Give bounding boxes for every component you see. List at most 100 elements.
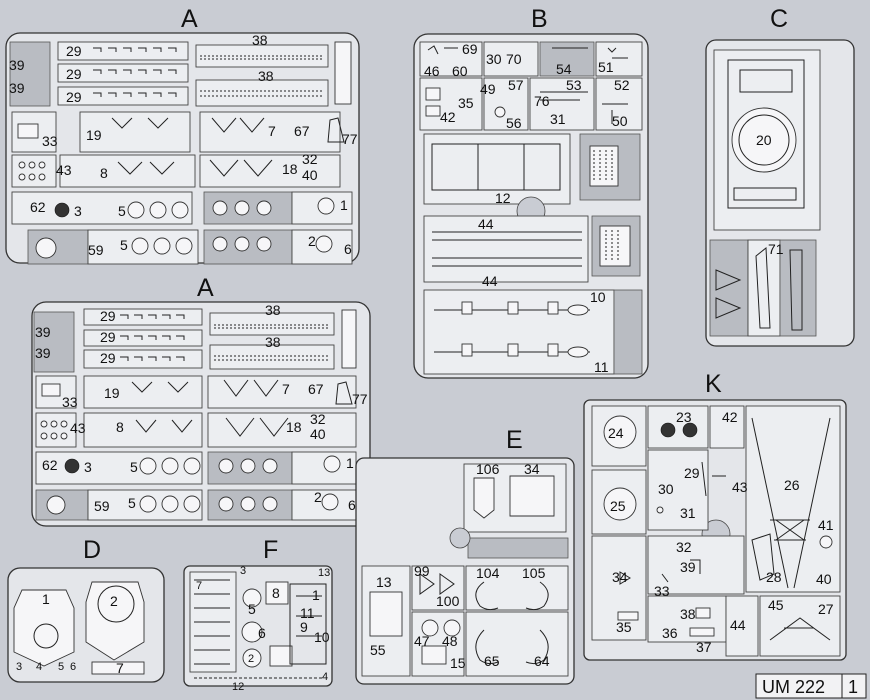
part-label: 32 bbox=[310, 411, 326, 427]
part-label: 39 bbox=[9, 57, 25, 73]
part-label: 49 bbox=[480, 81, 496, 97]
part-label: 59 bbox=[94, 498, 110, 514]
part-label: 2 bbox=[314, 489, 322, 505]
part-label: 9 bbox=[300, 619, 308, 635]
part-label: 40 bbox=[310, 426, 326, 442]
sprue-k-letter: K bbox=[705, 370, 722, 398]
part-label: 2 bbox=[248, 653, 254, 665]
part-label: 33 bbox=[654, 583, 670, 599]
part-label: 105 bbox=[522, 565, 546, 581]
sprue-f-letter: F bbox=[263, 536, 278, 564]
part-label: 10 bbox=[590, 289, 606, 305]
part-label: 5 bbox=[118, 203, 126, 219]
part-label: 59 bbox=[88, 242, 104, 258]
part-label: 39 bbox=[9, 80, 25, 96]
part-label: 35 bbox=[458, 95, 474, 111]
part-label: 62 bbox=[42, 457, 58, 473]
part-label: 34 bbox=[612, 569, 628, 585]
part-label: 38 bbox=[265, 334, 281, 350]
sprue-e: E 106 34 13 99 100 104 105 47 48 55 15 6… bbox=[355, 426, 575, 685]
part-label: 29 bbox=[66, 43, 82, 59]
part-label: 52 bbox=[614, 77, 630, 93]
part-label: 45 bbox=[768, 597, 784, 613]
part-label: 7 bbox=[282, 381, 290, 397]
part-label: 29 bbox=[66, 89, 82, 105]
sprue-a-bottom-letter: A bbox=[197, 274, 214, 302]
part-label: 39 bbox=[35, 345, 51, 361]
part-label: 32 bbox=[676, 539, 692, 555]
sprue-a-top: A 39 39 29 29 29 38 38 bbox=[5, 5, 360, 265]
part-label: 41 bbox=[818, 517, 834, 533]
part-label: 18 bbox=[282, 161, 298, 177]
part-label: 5 bbox=[128, 495, 136, 511]
part-label: 13 bbox=[376, 574, 392, 590]
part-label: 13 bbox=[318, 567, 330, 579]
part-label: 29 bbox=[66, 66, 82, 82]
part-label: 40 bbox=[816, 571, 832, 587]
part-label: 106 bbox=[476, 461, 500, 477]
part-label: 8 bbox=[116, 419, 124, 435]
part-label: 37 bbox=[696, 639, 712, 655]
part-label: 5 bbox=[248, 601, 256, 617]
sprue-d: D 1 2 3 4 5 6 7 bbox=[7, 536, 165, 683]
part-label: 36 bbox=[662, 625, 678, 641]
sprue-d-letter: D bbox=[83, 536, 101, 564]
part-label: 99 bbox=[414, 563, 430, 579]
part-label: 11 bbox=[594, 359, 609, 375]
page-number: 1 bbox=[848, 677, 858, 697]
part-label: 12 bbox=[495, 190, 511, 206]
part-label: 8 bbox=[100, 165, 108, 181]
sprue-a-top-letter: A bbox=[181, 5, 198, 33]
part-label: 38 bbox=[265, 302, 281, 318]
part-label: 3 bbox=[74, 203, 82, 219]
part-label: 70 bbox=[506, 51, 522, 67]
part-label: 76 bbox=[534, 93, 550, 109]
part-label: 77 bbox=[352, 391, 368, 407]
part-label: 5 bbox=[58, 661, 64, 673]
part-label: 38 bbox=[258, 68, 274, 84]
part-label: 55 bbox=[370, 642, 386, 658]
sprue-b: B 69 46 60 30 70 54 51 52 49 57 53 35 76… bbox=[413, 5, 649, 379]
sprue-a-bottom: A 39 39 29 29 29 38 38 33 19 7 67 bbox=[31, 274, 371, 527]
part-label: 34 bbox=[524, 461, 540, 477]
part-label: 6 bbox=[258, 625, 266, 641]
part-label: 65 bbox=[484, 653, 500, 669]
part-label: 44 bbox=[478, 216, 494, 232]
part-label: 29 bbox=[684, 465, 700, 481]
part-label: 5 bbox=[120, 237, 128, 253]
part-label: 51 bbox=[598, 59, 614, 75]
part-label: 6 bbox=[70, 661, 76, 673]
part-label: 35 bbox=[616, 619, 632, 635]
part-label: 33 bbox=[62, 394, 78, 410]
part-label: 26 bbox=[784, 477, 800, 493]
part-label: 38 bbox=[680, 606, 696, 622]
part-label: 54 bbox=[556, 61, 572, 77]
part-label: 64 bbox=[534, 653, 550, 669]
sprue-k: K 23 42 24 29 26 30 43 31 25 41 32 40 28… bbox=[583, 370, 847, 661]
part-label: 15 bbox=[450, 655, 466, 671]
part-label: 29 bbox=[100, 308, 116, 324]
part-label: 3 bbox=[84, 459, 92, 475]
part-label: 32 bbox=[302, 151, 318, 167]
part-label: 50 bbox=[612, 113, 628, 129]
part-label: 43 bbox=[70, 420, 86, 436]
part-label: 19 bbox=[104, 385, 120, 401]
part-label: 10 bbox=[314, 629, 330, 645]
part-label: 42 bbox=[440, 109, 456, 125]
kit-code-box: UM 222 1 bbox=[755, 673, 867, 699]
sprue-e-letter: E bbox=[506, 426, 523, 454]
part-label: 31 bbox=[680, 505, 696, 521]
part-label: 24 bbox=[608, 425, 624, 441]
sprue-f: F 3 13 8 1 11 5 9 6 10 12 2 4 7 bbox=[183, 536, 333, 693]
part-label: 39 bbox=[680, 559, 696, 575]
part-label: 67 bbox=[294, 123, 310, 139]
part-label: 27 bbox=[818, 601, 834, 617]
part-label: 38 bbox=[252, 32, 268, 48]
part-label: 8 bbox=[272, 585, 280, 601]
part-label: 56 bbox=[506, 115, 522, 131]
part-label: 19 bbox=[86, 127, 102, 143]
part-label: 12 bbox=[232, 681, 244, 693]
part-label: 44 bbox=[730, 617, 746, 633]
part-label: 25 bbox=[610, 498, 626, 514]
